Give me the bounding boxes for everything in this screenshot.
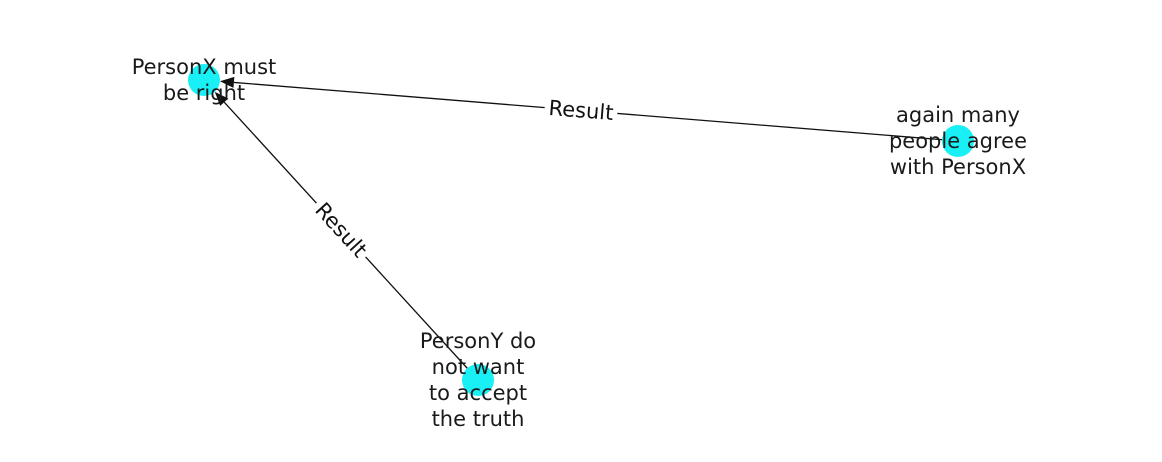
- arrowhead-icon: [219, 76, 235, 88]
- edge-label-background: [543, 93, 619, 128]
- edge-label: Result: [548, 96, 615, 125]
- arrowhead-icon: [214, 91, 229, 106]
- node-label-line: PersonX must: [132, 55, 277, 79]
- nodes-layer: [188, 64, 974, 396]
- node-circle-n3[interactable]: [462, 364, 494, 396]
- node-label-line: with PersonX: [890, 155, 1026, 179]
- node-label-line: not want: [432, 355, 525, 379]
- node-label-line: again many: [896, 103, 1020, 127]
- node-label-line: to accept: [429, 381, 527, 405]
- edge-label-background: [306, 193, 376, 267]
- edge-label-group: Result: [543, 93, 619, 128]
- node-circle-n2[interactable]: [942, 125, 974, 157]
- node-circle-n1[interactable]: [188, 64, 220, 96]
- node-label-line: the truth: [432, 407, 525, 431]
- edge-label-group: Result: [306, 193, 376, 267]
- node-label-line: people agree: [889, 129, 1027, 153]
- node-label-line: be right: [163, 81, 245, 105]
- edge-label: Result: [310, 198, 371, 262]
- edge-n2-to-n1: Result: [219, 76, 959, 142]
- node-label-line: PersonY do: [420, 329, 536, 353]
